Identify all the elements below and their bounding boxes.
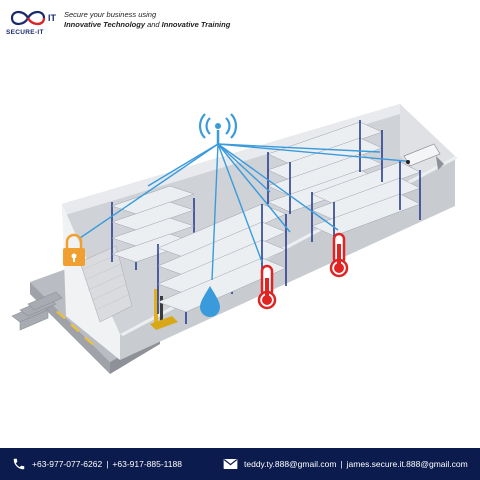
tagline-part1: Innovative Technology	[64, 20, 145, 29]
water-drop-icon	[200, 286, 220, 317]
secure-it-logo: IT	[10, 10, 57, 26]
safety-stripes	[56, 311, 94, 345]
tagline-and: and	[144, 20, 162, 29]
wifi-tower-icon	[198, 113, 238, 144]
signal-lines	[79, 143, 417, 281]
tagline-line2: Innovative Technology and Innovative Tra…	[64, 20, 230, 30]
phone-icon	[13, 458, 25, 470]
footer: +63-977-077-6262|+63-917-885-1188 teddy.…	[0, 448, 480, 480]
thermometer-icon	[257, 264, 277, 310]
cctv-camera-icon	[403, 143, 444, 170]
pallet-jack	[150, 289, 178, 330]
stairs	[11, 291, 63, 331]
email-addresses: teddy.ty.888@gmail.com|james.secure.it.8…	[244, 459, 468, 469]
tagline: Secure your business using Innovative Te…	[64, 10, 230, 30]
phone-number-1[interactable]: +63-977-077-6262	[32, 459, 103, 469]
padlock-icon	[63, 233, 85, 266]
warehouse-illustration	[11, 104, 458, 374]
thermometer-icon-2	[329, 232, 349, 278]
email-1[interactable]: teddy.ty.888@gmail.com	[244, 459, 337, 469]
tagline-part2: Innovative Training	[161, 20, 231, 29]
email-2[interactable]: james.secure.it.888@gmail.com	[346, 459, 468, 469]
svg-text:IT: IT	[48, 13, 57, 23]
phone-numbers: +63-977-077-6262|+63-917-885-1188	[32, 459, 182, 469]
tagline-line1: Secure your business using	[64, 10, 157, 19]
separator-2: |	[340, 459, 343, 469]
logo-text: SECURE-IT	[6, 29, 44, 36]
mail-icon	[223, 459, 238, 469]
separator: |	[106, 459, 109, 469]
phone-number-2[interactable]: +63-917-885-1188	[112, 459, 182, 469]
header: IT SECURE-IT Secure your business using …	[0, 0, 480, 44]
